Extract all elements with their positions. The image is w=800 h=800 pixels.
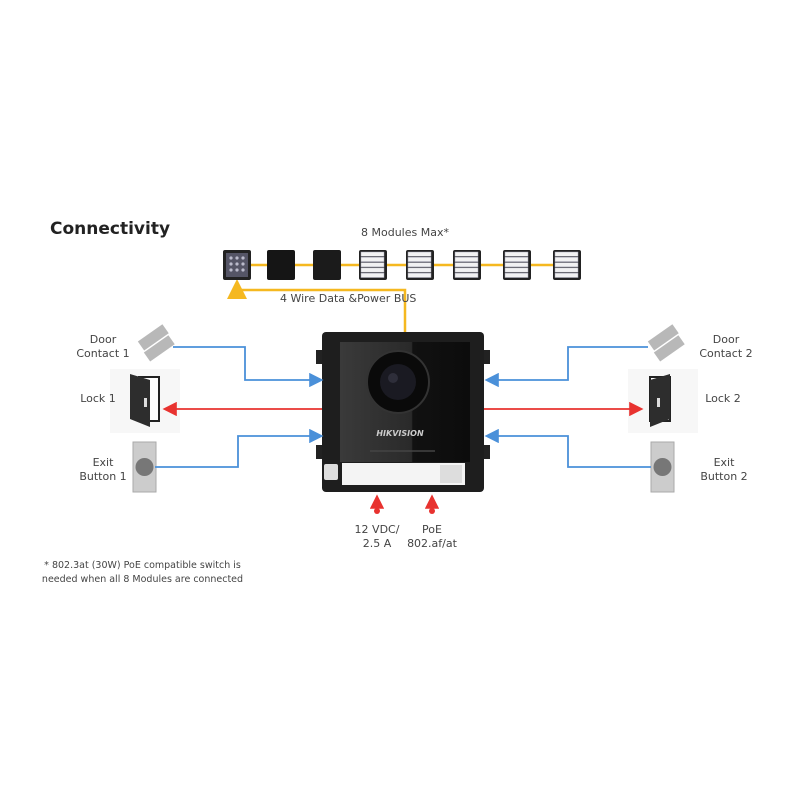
button-modules bbox=[359, 250, 581, 280]
exit-button-2-icon bbox=[650, 441, 675, 493]
display-module bbox=[267, 250, 295, 280]
button-module bbox=[453, 250, 481, 280]
door-contact-1-icon bbox=[137, 324, 175, 362]
bus-label: 4 Wire Data &Power BUS bbox=[280, 292, 417, 305]
door-station-panel bbox=[316, 332, 490, 492]
lock-1-label: Lock 1 bbox=[80, 392, 116, 405]
exit-button-1-icon bbox=[132, 441, 157, 493]
power-inputs bbox=[369, 494, 440, 514]
door-contact-1-wire bbox=[173, 346, 324, 388]
door-contact-2-icon bbox=[647, 324, 685, 362]
button-module bbox=[553, 250, 581, 280]
lock-2-icon bbox=[628, 369, 698, 433]
modules-max-label: 8 Modules Max* bbox=[361, 226, 449, 239]
button-module bbox=[359, 250, 387, 280]
door-contact-2-wire bbox=[484, 346, 648, 388]
brand-logo: HIKVISION bbox=[376, 429, 424, 438]
indicator-module bbox=[313, 250, 341, 280]
lock-1-icon bbox=[110, 369, 180, 433]
button-module bbox=[406, 250, 434, 280]
exit-button-2-wire bbox=[484, 428, 651, 468]
dc-power-label: 12 VDC/2.5 A bbox=[354, 523, 400, 550]
button-module bbox=[503, 250, 531, 280]
footnote: * 802.3at (30W) PoE compatible switch is… bbox=[41, 560, 244, 585]
keypad-module bbox=[223, 250, 251, 280]
lock-2-label: Lock 2 bbox=[705, 392, 741, 405]
diagram-title: Connectivity bbox=[50, 219, 171, 239]
exit-button-1-wire bbox=[155, 428, 324, 468]
name-card-strip bbox=[342, 463, 465, 485]
